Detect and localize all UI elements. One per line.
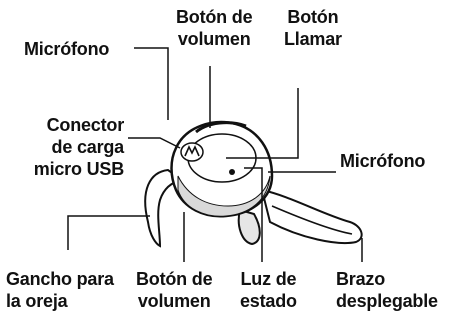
status-light-dot — [229, 169, 235, 175]
boom-arm — [260, 188, 363, 244]
leader-lines — [67, 47, 363, 262]
label-call-button: Botón Llamar — [284, 7, 342, 49]
label-boom: Brazo desplegable — [336, 269, 438, 311]
ear-lobe — [237, 208, 261, 246]
label-usb-connector: Conector de carga micro USB — [33, 115, 124, 179]
body-shade — [177, 175, 271, 217]
volume-rocker-top — [195, 121, 247, 134]
label-mic-left: Micrófono — [24, 39, 110, 59]
label-status-light: Luz de estado — [240, 269, 297, 311]
label-volume-top: Botón de volumen — [176, 7, 253, 49]
ear-hook — [144, 168, 185, 248]
label-mic-right: Micrófono — [340, 151, 426, 171]
boom-arm-edge — [271, 205, 353, 235]
label-volume-bottom: Botón de volumen — [136, 269, 213, 311]
label-ear-hook: Gancho para la oreja — [6, 269, 114, 311]
